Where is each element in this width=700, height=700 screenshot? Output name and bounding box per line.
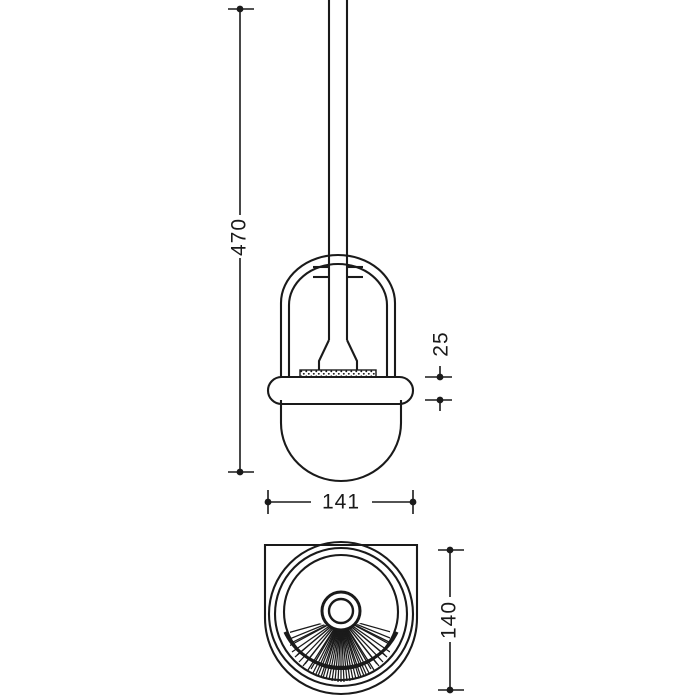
plan-outline [263, 543, 419, 695]
dimension-25 [425, 366, 452, 411]
dimension-141-label: 141 [322, 491, 360, 514]
brush-collar [317, 339, 359, 374]
holder-cup-bowl [279, 400, 403, 483]
dimension-140-label: 140 [438, 601, 461, 639]
plan-hub [320, 590, 362, 632]
dimension-141 [264, 490, 417, 514]
bristle-fan-edge [283, 631, 399, 669]
bristle-fan [290, 617, 390, 682]
holder-rim [266, 375, 415, 406]
brush-handle-rod [327, 0, 349, 340]
arch-crown-crossbar [313, 265, 363, 279]
bracket-arch-inner [287, 263, 389, 382]
dimension-25-label: 25 [430, 331, 453, 356]
dimension-470-label: 470 [228, 218, 251, 256]
bracket-arch-outer [279, 254, 397, 382]
dimension-140 [438, 546, 464, 694]
dimension-470 [228, 5, 254, 476]
